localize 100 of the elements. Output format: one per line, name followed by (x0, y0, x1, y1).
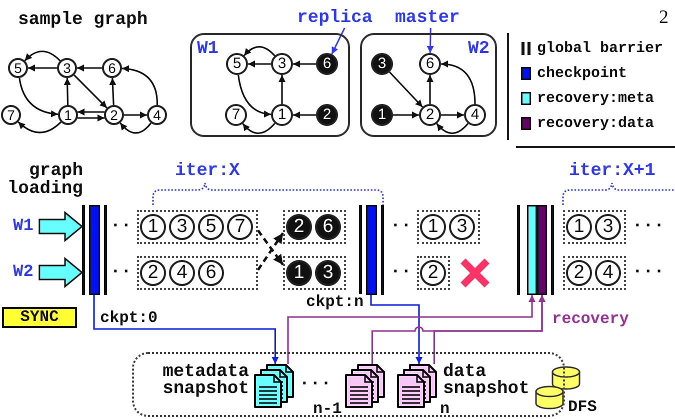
legend-label: recovery:data (537, 115, 654, 132)
partition-label: W1 (197, 39, 219, 59)
graph-title: sample graph (18, 10, 148, 30)
block-arrow (38, 256, 84, 288)
document-stack-icon (254, 364, 294, 408)
arrow (124, 112, 147, 118)
vertex-circle: 1 (140, 214, 166, 240)
edge-label: recovery (552, 311, 629, 328)
arrow (109, 78, 116, 106)
legend-label: global barrier (537, 40, 664, 57)
arrow (278, 75, 286, 104)
checkpoint-barrier (359, 205, 384, 295)
vertex-group (137, 210, 258, 244)
arrow (248, 60, 271, 68)
vertex-circle: 1 (286, 260, 312, 286)
arrow (293, 112, 316, 118)
arrow (28, 64, 57, 72)
ellipsis: ·· (390, 216, 412, 236)
worker-label: W2 (13, 263, 34, 282)
arrow (441, 112, 464, 118)
snapshot-label: metadata snapshot (162, 364, 249, 398)
vertex-circle: 1 (58, 105, 78, 125)
snapshot-label: data snapshot (443, 364, 530, 398)
iteration-label: iter:X+1 (569, 161, 656, 181)
vertex-circle: 4 (147, 105, 167, 125)
vertex-circle: 5 (226, 53, 248, 75)
recovery-bar (527, 205, 537, 295)
vertex-circle: 3 (169, 214, 195, 240)
vertex-circle: 3 (371, 53, 393, 75)
vertex-circle: 6 (198, 260, 224, 286)
vertex-circle: 2 (104, 105, 124, 125)
vertex-circle: 2 (316, 104, 338, 126)
arrow (78, 108, 104, 116)
arrow (78, 114, 104, 122)
arrow (440, 60, 476, 104)
worker-label: W1 (13, 217, 34, 236)
vertex-group (563, 256, 626, 290)
ellipsis: ··· (299, 374, 332, 394)
vertex-circle: 1 (271, 104, 293, 126)
annotation-label: replica (297, 8, 373, 28)
checkpoint-barrier (82, 205, 107, 295)
vertex-circle: 4 (464, 104, 486, 126)
vertex-group (283, 256, 346, 290)
vertex-circle: 7 (1, 105, 21, 125)
arrow (74, 74, 108, 108)
vertex-circle: 6 (316, 53, 338, 75)
vertex-circle: 1 (566, 214, 592, 240)
vertex-circle: 3 (57, 58, 77, 78)
vertex-circle: 4 (169, 260, 195, 286)
stage-label: graph loading (6, 162, 83, 198)
arrow (93, 295, 279, 364)
vertex-circle: 3 (595, 214, 621, 240)
vertex-circle: 2 (420, 260, 446, 286)
ellipsis: ··· (632, 216, 664, 236)
vertex-circle: 3 (271, 53, 293, 75)
vertex-circle: 1 (420, 214, 446, 240)
arrow (287, 295, 536, 364)
ellipsis: ·· (110, 262, 132, 282)
vertex-circle: 5 (198, 214, 224, 240)
vertex-group (417, 210, 480, 244)
vertex-circle: 2 (140, 260, 166, 286)
vertex-group (283, 210, 346, 244)
arrow (433, 295, 546, 364)
arrow (426, 28, 434, 54)
arrow (120, 122, 152, 134)
arrow (244, 46, 276, 56)
snapshot-number: n-1 (313, 401, 342, 417)
page-number: 2 (659, 7, 668, 28)
arrow (24, 50, 61, 62)
legend-label: recovery:meta (537, 90, 654, 107)
arrow (388, 71, 424, 108)
legend-label: checkpoint (537, 65, 628, 82)
arrow (256, 230, 284, 266)
arrow (122, 66, 158, 106)
vertex-group (563, 210, 626, 244)
annotation-label: master (395, 8, 460, 28)
vertex-circle: 2 (419, 104, 441, 126)
arrow (242, 122, 276, 134)
edge-label: ckpt:n (306, 294, 364, 311)
arrow (77, 64, 102, 72)
edge-label: ckpt:0 (100, 310, 158, 327)
arrow (370, 295, 422, 364)
ellipsis: ··· (632, 262, 664, 282)
ellipsis: ·· (390, 262, 412, 282)
arrow (393, 112, 419, 118)
vertex-circle: 6 (102, 58, 122, 78)
vertex-circle: 6 (419, 53, 441, 75)
vertex-circle: 4 (595, 260, 621, 286)
snapshot-number: n (440, 401, 450, 417)
arrow (238, 74, 272, 118)
arrow (293, 60, 316, 68)
arrow (436, 122, 469, 134)
document-stack-icon (345, 364, 385, 408)
vertex-circle: 7 (225, 104, 247, 126)
partition-panel (190, 33, 350, 137)
vertex-circle: 3 (449, 214, 475, 240)
ellipsis: ·· (110, 216, 132, 236)
partition-label: W2 (468, 39, 490, 59)
vertex-circle: 1 (371, 104, 393, 126)
partition-panel (360, 33, 497, 137)
